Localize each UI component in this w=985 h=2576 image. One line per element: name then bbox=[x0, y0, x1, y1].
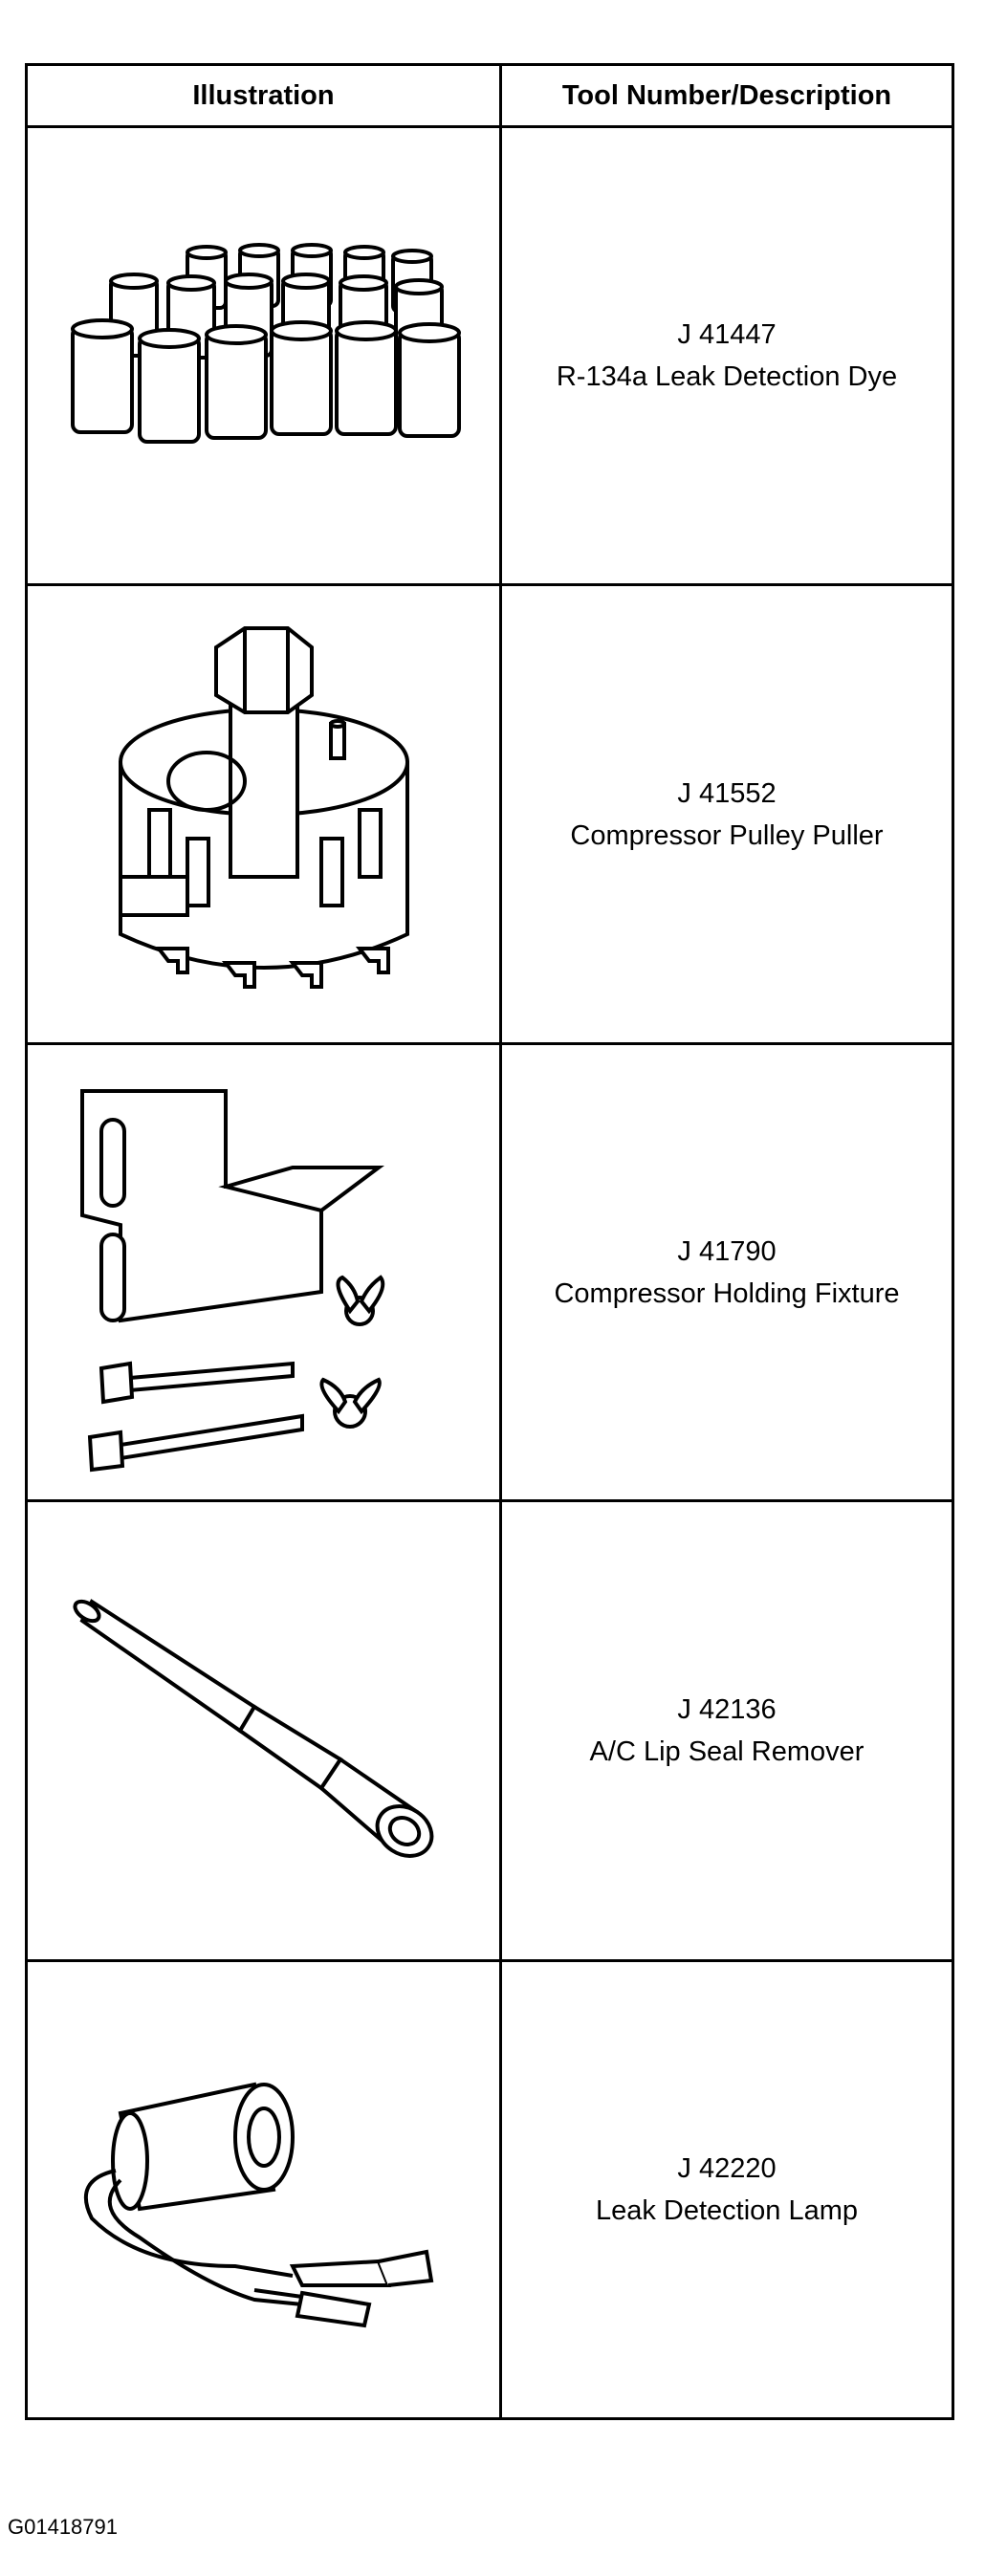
description-cell: J 42220 Leak Detection Lamp bbox=[502, 1962, 952, 2417]
holding-fixture-icon bbox=[79, 1088, 384, 1472]
description-cell: J 41552 Compressor Pulley Puller bbox=[502, 586, 952, 1042]
seal-remover-icon bbox=[72, 1599, 433, 1858]
description-cell: J 41447 R-134a Leak Detection Dye bbox=[502, 128, 952, 583]
illustration-cell bbox=[28, 1045, 502, 1499]
pulley-puller-icon bbox=[118, 625, 409, 989]
table-header: Illustration Tool Number/Description bbox=[28, 66, 952, 128]
table-row: J 41552 Compressor Pulley Puller bbox=[28, 586, 952, 1045]
tool-description: A/C Lip Seal Remover bbox=[589, 1736, 865, 1767]
tool-description: Compressor Holding Fixture bbox=[554, 1277, 900, 1309]
description-cell: J 42136 A/C Lip Seal Remover bbox=[502, 1502, 952, 1959]
dye-bottles-icon bbox=[70, 243, 461, 444]
tool-number: J 41447 bbox=[677, 319, 777, 350]
detection-lamp-icon bbox=[83, 2082, 433, 2328]
tools-table: Illustration Tool Number/Description bbox=[25, 63, 954, 2420]
header-description: Tool Number/Description bbox=[561, 79, 892, 111]
tool-description: R-134a Leak Detection Dye bbox=[556, 361, 898, 392]
tool-number: J 42220 bbox=[677, 2153, 777, 2184]
header-illustration: Illustration bbox=[28, 66, 502, 125]
illustration-cell bbox=[28, 1962, 502, 2417]
figure-id: G01418791 bbox=[8, 2515, 118, 2539]
tool-number: J 41790 bbox=[677, 1235, 777, 1267]
tool-number: J 42136 bbox=[677, 1694, 777, 1725]
description-cell: J 41790 Compressor Holding Fixture bbox=[502, 1045, 952, 1499]
illustration-cell bbox=[28, 586, 502, 1042]
table-row: J 41790 Compressor Holding Fixture bbox=[28, 1045, 952, 1502]
table-row: J 42136 A/C Lip Seal Remover bbox=[28, 1502, 952, 1962]
illustration-cell bbox=[28, 1502, 502, 1959]
tool-description: Leak Detection Lamp bbox=[595, 2195, 859, 2226]
illustration-cell bbox=[28, 128, 502, 583]
tool-description: Compressor Pulley Puller bbox=[570, 819, 884, 851]
table-row: J 41447 R-134a Leak Detection Dye bbox=[28, 128, 952, 586]
table-row: J 42220 Leak Detection Lamp bbox=[28, 1962, 952, 2417]
tool-number: J 41552 bbox=[677, 777, 777, 809]
